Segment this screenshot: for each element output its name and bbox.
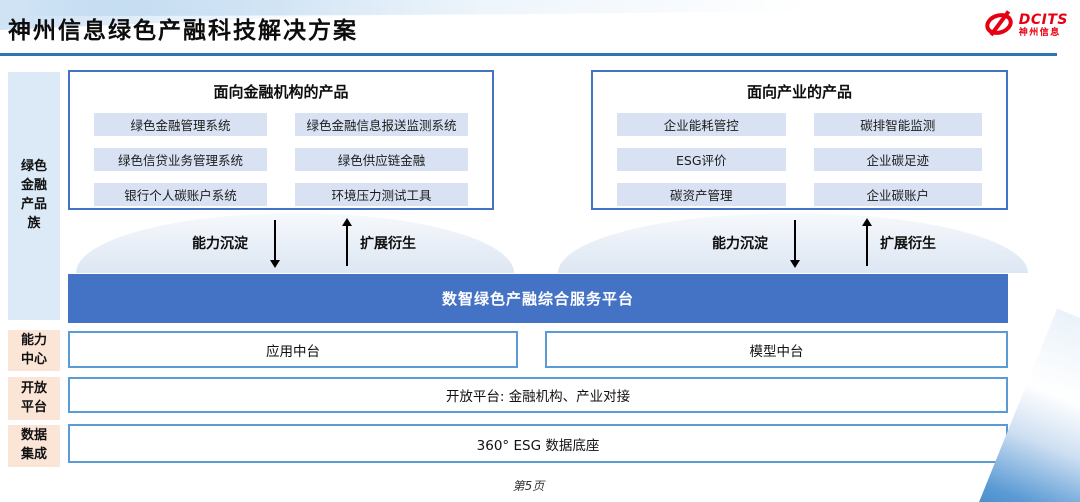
product-chip: 企业能耗管控 [617, 113, 786, 136]
expansion-derivation-label: 扩展衍生 [880, 236, 936, 252]
capability-settling-label: 能力沉淀 [712, 236, 768, 252]
rail-green-finance-product-family: 绿色 金融 产品 族 [8, 72, 60, 320]
app-middle-platform-box: 应用中台 [68, 331, 518, 368]
page-title: 神州信息绿色产融科技解决方案 [8, 18, 358, 44]
expansion-derivation-label: 扩展衍生 [360, 236, 416, 252]
logo-brand-text: DCITS [1018, 12, 1068, 29]
product-chip: 碳资产管理 [617, 183, 786, 206]
platform-bar: 数智绿色产融综合服务平台 [68, 274, 1008, 323]
header-divider [0, 53, 1057, 56]
arrow-up-icon [342, 218, 352, 266]
industry-products-title: 面向产业的产品 [746, 83, 852, 101]
product-chip: 企业碳足迹 [813, 148, 982, 171]
arrow-group-finance: 能力沉淀 扩展衍生 [192, 217, 416, 269]
product-chip: 绿色金融信息报送监测系统 [295, 113, 468, 136]
product-chip: 银行个人碳账户系统 [94, 183, 267, 206]
finance-products-grid: 绿色金融管理系统 绿色金融信息报送监测系统 绿色信贷业务管理系统 绿色供应链金融… [70, 102, 492, 206]
arrow-down-icon [790, 220, 800, 268]
product-chip: 绿色信贷业务管理系统 [94, 148, 267, 171]
dcits-swoosh-icon [982, 10, 1016, 42]
arrow-down-icon [270, 220, 280, 268]
industry-products-box: 面向产业的产品 企业能耗管控 碳排智能监测 ESG评价 企业碳足迹 碳资产管理 … [591, 70, 1008, 210]
product-chip: 绿色金融管理系统 [94, 113, 267, 136]
company-logo: DCITS 神州信息 [982, 10, 1068, 42]
rail-capability-center: 能力 中心 [8, 330, 60, 371]
industry-products-grid: 企业能耗管控 碳排智能监测 ESG评价 企业碳足迹 碳资产管理 企业碳账户 [593, 102, 1006, 206]
product-chip: ESG评价 [617, 148, 786, 171]
product-chip: 绿色供应链金融 [295, 148, 468, 171]
finance-products-title: 面向金融机构的产品 [213, 83, 349, 101]
capability-settling-label: 能力沉淀 [192, 236, 248, 252]
rail-data-integration: 数据 集成 [8, 425, 60, 467]
open-platform-box: 开放平台: 金融机构、产业对接 [68, 377, 1008, 413]
product-chip: 环境压力测试工具 [295, 183, 468, 206]
rail-open-platform: 开放 平台 [8, 377, 60, 420]
arrow-up-icon [862, 218, 872, 266]
page-number: 第5页 [512, 479, 545, 493]
model-middle-platform-box: 模型中台 [545, 331, 1008, 368]
logo-brand-cn-text: 神州信息 [1018, 27, 1061, 38]
product-chip: 企业碳账户 [813, 183, 982, 206]
product-chip: 碳排智能监测 [813, 113, 982, 136]
esg-data-base-box: 360° ESG 数据底座 [68, 424, 1008, 463]
finance-products-box: 面向金融机构的产品 绿色金融管理系统 绿色金融信息报送监测系统 绿色信贷业务管理… [68, 70, 494, 210]
arrow-group-industry: 能力沉淀 扩展衍生 [712, 217, 936, 269]
